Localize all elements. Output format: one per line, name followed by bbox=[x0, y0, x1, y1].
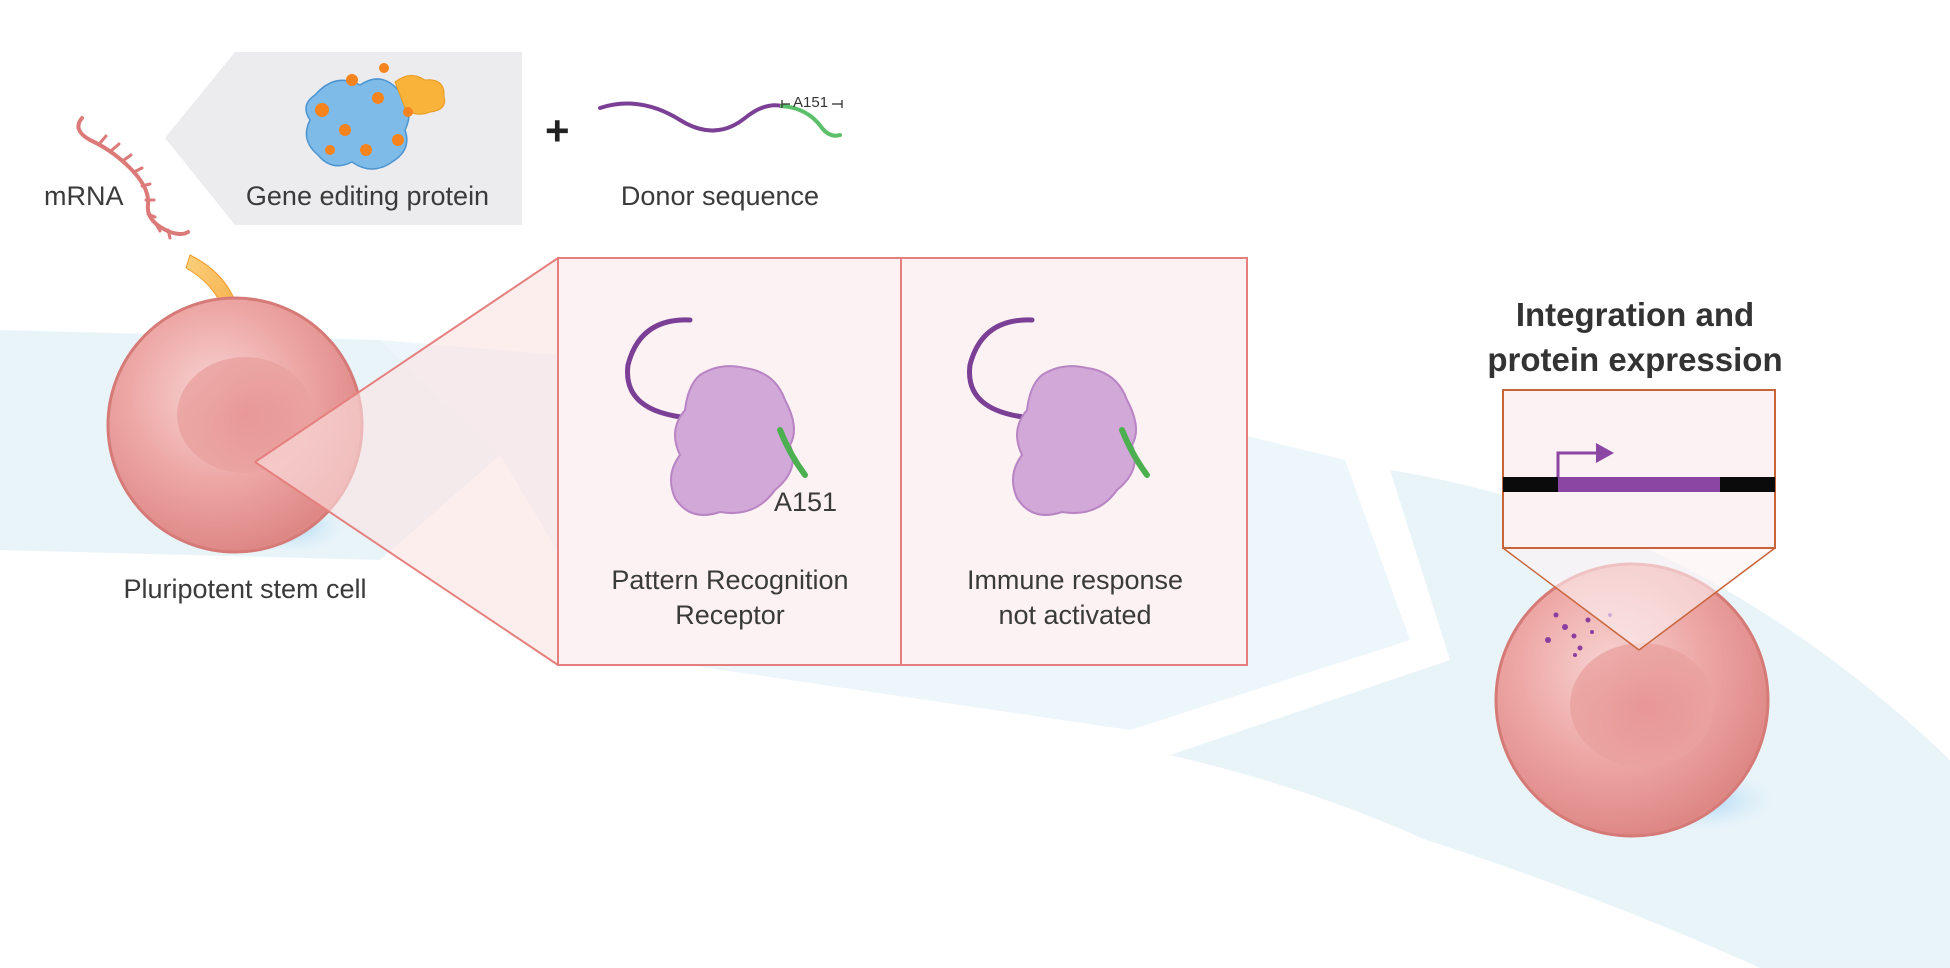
plus-sign: + bbox=[545, 107, 570, 154]
immune-response-label: Immune response not activated bbox=[915, 563, 1235, 633]
zoom-line-bottom bbox=[254, 461, 559, 666]
gene-editing-protein-icon bbox=[305, 63, 446, 170]
donor-sequence-tag: A151 bbox=[793, 94, 829, 111]
zoom-wedge bbox=[1503, 548, 1775, 650]
promoter-arrow-icon bbox=[1556, 451, 1598, 477]
mrna-label: mRNA bbox=[44, 181, 124, 211]
title-line2: protein expression bbox=[1487, 340, 1783, 378]
inserted-gene bbox=[1558, 477, 1720, 492]
prr-label-line2: Receptor bbox=[675, 600, 785, 631]
donor-sequence-label: Donor sequence bbox=[620, 181, 820, 211]
stem-cell-label: Pluripotent stem cell bbox=[123, 574, 367, 604]
mrna-icon bbox=[76, 116, 190, 240]
zoom-line-top bbox=[254, 257, 559, 463]
nucleus-icon bbox=[1570, 643, 1714, 767]
receptor-tag: A151 bbox=[774, 487, 838, 517]
donor-sequence-icon bbox=[598, 100, 843, 138]
zoom-wedge bbox=[255, 258, 558, 665]
prr-label-line1: Pattern Recognition bbox=[611, 565, 849, 595]
integration-title: Integration and protein expression bbox=[1470, 293, 1800, 382]
prr-label: Pattern Recognition Receptor bbox=[570, 563, 890, 633]
title-line1: Integration and bbox=[1515, 296, 1755, 333]
zoom-line bbox=[1638, 547, 1776, 651]
zoom-line bbox=[1502, 547, 1640, 651]
white-curve bbox=[0, 590, 1760, 968]
gene-editing-protein-label: Gene editing protein bbox=[245, 181, 490, 211]
gene-box bbox=[1502, 389, 1776, 549]
immune-label-line2: not activated bbox=[998, 600, 1152, 631]
receptor-icon bbox=[625, 317, 808, 516]
nucleus-icon bbox=[177, 357, 313, 473]
immune-label-line1: Immune response bbox=[966, 565, 1184, 595]
receptor-icon bbox=[967, 317, 1150, 516]
